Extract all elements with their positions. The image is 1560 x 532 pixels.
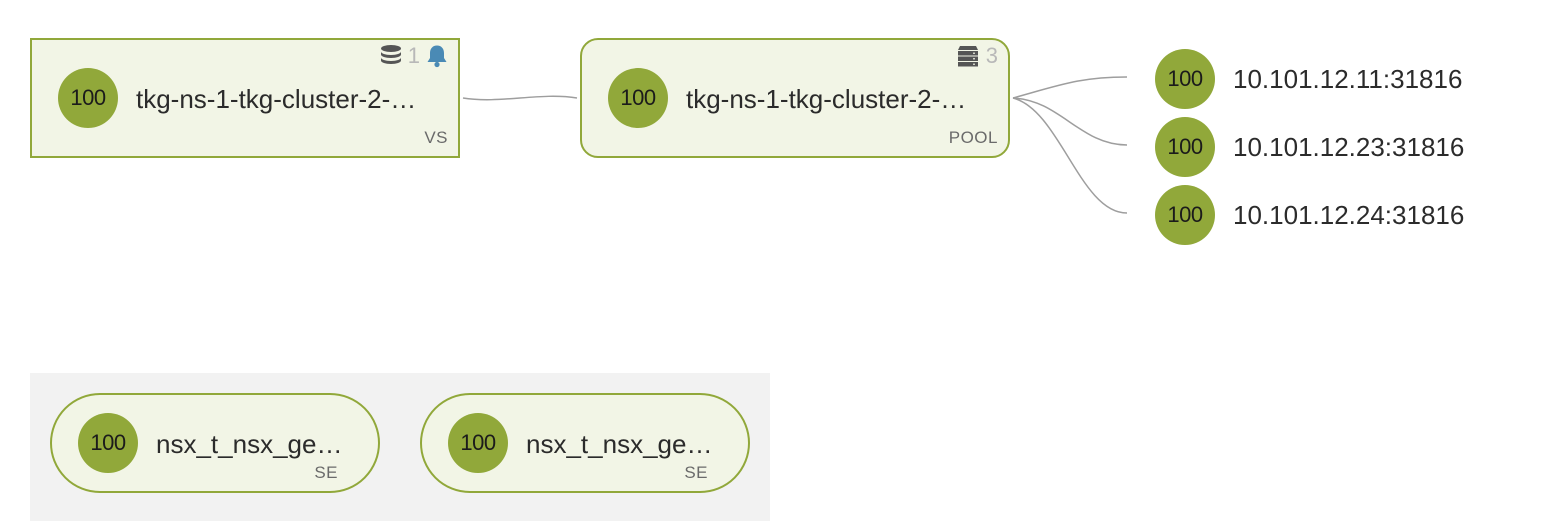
virtual-service-node[interactable]: 1 100 tkg-ns-1-tkg-cluster-2-… VS: [30, 38, 460, 158]
bell-icon[interactable]: [426, 44, 448, 68]
pool-server-item[interactable]: 100 10.101.12.11:31816: [1155, 49, 1462, 109]
server-address: 10.101.12.23:31816: [1233, 131, 1465, 162]
pool-to-server-3-connector: [1012, 97, 1128, 214]
se-type-label: SE: [684, 463, 708, 482]
service-engine-node[interactable]: 100 nsx_t_nsx_ge… SE: [50, 393, 380, 493]
vs-name[interactable]: tkg-ns-1-tkg-cluster-2-…: [136, 84, 417, 114]
se-type-label: SE: [314, 463, 338, 482]
server-health-score: 100: [1155, 117, 1215, 177]
pool-status-icons: 3: [956, 43, 998, 69]
vs-type-label: VS: [424, 128, 448, 147]
se-name[interactable]: nsx_t_nsx_ge…: [156, 429, 343, 459]
database-icon[interactable]: [380, 44, 402, 68]
pool-type-label: POOL: [948, 128, 998, 147]
server-address: 10.101.12.11:31816: [1233, 63, 1463, 94]
pool-name[interactable]: tkg-ns-1-tkg-cluster-2-…: [686, 84, 967, 114]
pool-to-server-1-connector: [1012, 76, 1128, 99]
pool-node[interactable]: 3 100 tkg-ns-1-tkg-cluster-2-… POOL: [580, 38, 1010, 158]
pool-health-score: 100: [608, 68, 668, 128]
server-health-score: 100: [1155, 185, 1215, 245]
alert-count: 1: [407, 43, 420, 68]
pool-server-count: 3: [985, 43, 998, 68]
pool-server-item[interactable]: 100 10.101.12.23:31816: [1155, 117, 1464, 177]
pool-server-item[interactable]: 100 10.101.12.24:31816: [1155, 185, 1464, 245]
server-stack-icon: [956, 44, 980, 68]
service-engine-node[interactable]: 100 nsx_t_nsx_ge… SE: [420, 393, 750, 493]
vs-status-icons: 1: [380, 43, 448, 69]
pool-to-server-2-connector: [1012, 97, 1128, 146]
server-address: 10.101.12.24:31816: [1233, 199, 1465, 230]
server-health-score: 100: [1155, 49, 1215, 109]
se-health-score: 100: [78, 413, 138, 473]
se-name[interactable]: nsx_t_nsx_ge…: [526, 429, 713, 459]
vs-to-pool-connector: [462, 95, 578, 101]
vs-health-score: 100: [58, 68, 118, 128]
se-health-score: 100: [448, 413, 508, 473]
